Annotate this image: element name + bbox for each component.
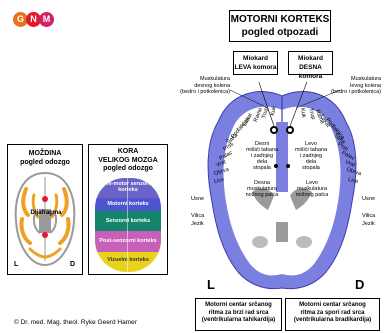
band-sensory: Senzorni korteks (95, 211, 161, 231)
inner-left-2-line: nožnog palca (245, 192, 279, 198)
musk-left-line: desnog kolena (194, 82, 230, 89)
miokard-left-box: Miokard LEVA komora (233, 51, 278, 75)
band-motor: Motorni korteks (95, 198, 161, 211)
band-visual: Vizuelni korteks (95, 252, 161, 272)
inner-left-2: Desna muskulatura nožnog palca (242, 180, 282, 198)
musk-left-text: Muskulatura desnog kolena (bedro i potko… (178, 76, 230, 96)
gray-right (296, 236, 312, 248)
cortex-box: KORA VELIKOG MOZGA pogled odozgo Pre-mot… (88, 144, 168, 275)
miokard-left-line1: Miokard (243, 55, 268, 62)
musk-right-line: (bedro i potkolenica) (331, 89, 381, 95)
brain-box-title: MOŽDINA pogled odozgo (8, 145, 82, 167)
miokard-right-box: Miokard DESNA komora (288, 51, 333, 80)
inner-left-1: Desni mišići tabana i zadnjeg dela stopa… (243, 141, 281, 171)
miokard-left-line2: LEVA komora (234, 64, 277, 71)
miokard-right-line1: Miokard (298, 55, 323, 62)
brain-box-title1: MOŽDINA (28, 150, 62, 157)
musk-right-line: levog kolena (350, 82, 381, 89)
brain-box-label: Dijafragma (30, 210, 62, 216)
cortex-box-title1: KORA (117, 148, 139, 155)
dot-right (286, 164, 290, 168)
bottom-left-line: ritma za brzi rad srca (208, 309, 269, 316)
musk-left-line: (bedro i potkolenica) (180, 89, 230, 95)
motor-cortex-diagram (207, 82, 357, 290)
right-label: Usne (362, 196, 376, 202)
title-box: MOTORNI KORTEKS pogled otpozadi (229, 10, 331, 42)
inner-left-1-line: stopala (253, 165, 271, 171)
ventricle-left (252, 188, 274, 210)
logo-g: G (13, 12, 28, 27)
brain-box-d: D (70, 261, 76, 268)
inner-left-1-line: dela (256, 159, 268, 165)
logo-m: M (39, 12, 54, 27)
cortex-map: Pre-motor senzorni korteks Motorni korte… (95, 178, 161, 272)
cortex-midline (127, 178, 128, 272)
brain-box: MOŽDINA pogled odozgo Dijafragma L D (7, 144, 83, 275)
left-label: Vilica (191, 213, 205, 219)
musk-right-line: Muskulatura (351, 76, 381, 82)
bottom-right-box: Motorni centar srčanog ritma za spori ra… (285, 298, 380, 331)
big-d: D (355, 277, 365, 292)
inner-right-1-line: stopala (302, 165, 320, 171)
central-column (276, 122, 288, 192)
inner-right-2: Levo muskulatura nožnog palca (292, 180, 332, 198)
inner-right-2-line: muskulatura (297, 186, 327, 192)
cortex-box-title: KORA VELIKOG MOZGA pogled odozgo (89, 145, 167, 174)
inner-right-1-line: i zadnjeg (299, 153, 323, 159)
inner-left-1-line: i zadnjeg (250, 153, 274, 159)
bottom-right-line: Motorni centar srčanog (299, 302, 366, 308)
musk-left-line: Muskulatura (200, 76, 230, 82)
band-postsensory: Post-senzorni korteks (95, 231, 161, 252)
musk-right-text: Muskulatura levog kolena (bedro i potkol… (323, 76, 381, 96)
right-label: Vilica (362, 213, 376, 219)
inner-left-2-title: Desna (254, 180, 270, 186)
brain-box-title2: pogled odozgo (20, 159, 70, 166)
bottom-left-line: (ventrikularna tahikardija) (201, 317, 276, 323)
inner-right-1: Levo mišići tabana i zadnjeg dela stopal… (292, 141, 330, 171)
title-line1: MOTORNI KORTEKS (230, 14, 330, 25)
inner-right-2-title: Levo (306, 180, 318, 186)
inner-left-1-title: Desni (254, 141, 270, 147)
inner-left-1-line: mišići tabana (245, 147, 279, 153)
cortex-box-title3: pogled odozgo (103, 165, 153, 172)
left-label: Jezik (191, 221, 204, 227)
inner-right-1-title: Levo (305, 141, 317, 147)
inner-left-2-line: muskulatura (247, 186, 277, 192)
copyright: © Dr. med. Mag. theol. Ryke Geerd Hamer (14, 319, 137, 326)
left-label: Usne (191, 196, 205, 202)
bottom-right-line: ritma za spori rad srca (300, 309, 365, 316)
gray-left (252, 236, 268, 248)
title-line2: pogled otpozadi (241, 27, 319, 38)
bottom-right-line: (ventrikularna bradikardija) (293, 317, 372, 323)
inner-right-2-line: nožnog palca (295, 192, 329, 198)
logo-n: N (26, 12, 41, 27)
inner-right-1-line: dela (305, 159, 317, 165)
brain-top-view (14, 171, 76, 267)
miokard-right-line2: DESNA komora (298, 64, 323, 80)
brainstem (276, 222, 288, 242)
inner-right-1-line: mišići tabana (294, 147, 328, 153)
bottom-left-line: Motorni centar srčanog (205, 302, 272, 308)
dot-left (274, 164, 278, 168)
ventricle-right (290, 188, 312, 210)
bottom-left-box: Motorni centar srčanog ritma za brzi rad… (195, 298, 282, 331)
right-label: Jezik (362, 221, 375, 227)
cortex-box-title2: VELIKOG MOZGA (98, 156, 158, 164)
brain-box-l: L (14, 261, 19, 268)
big-l: L (207, 277, 215, 292)
